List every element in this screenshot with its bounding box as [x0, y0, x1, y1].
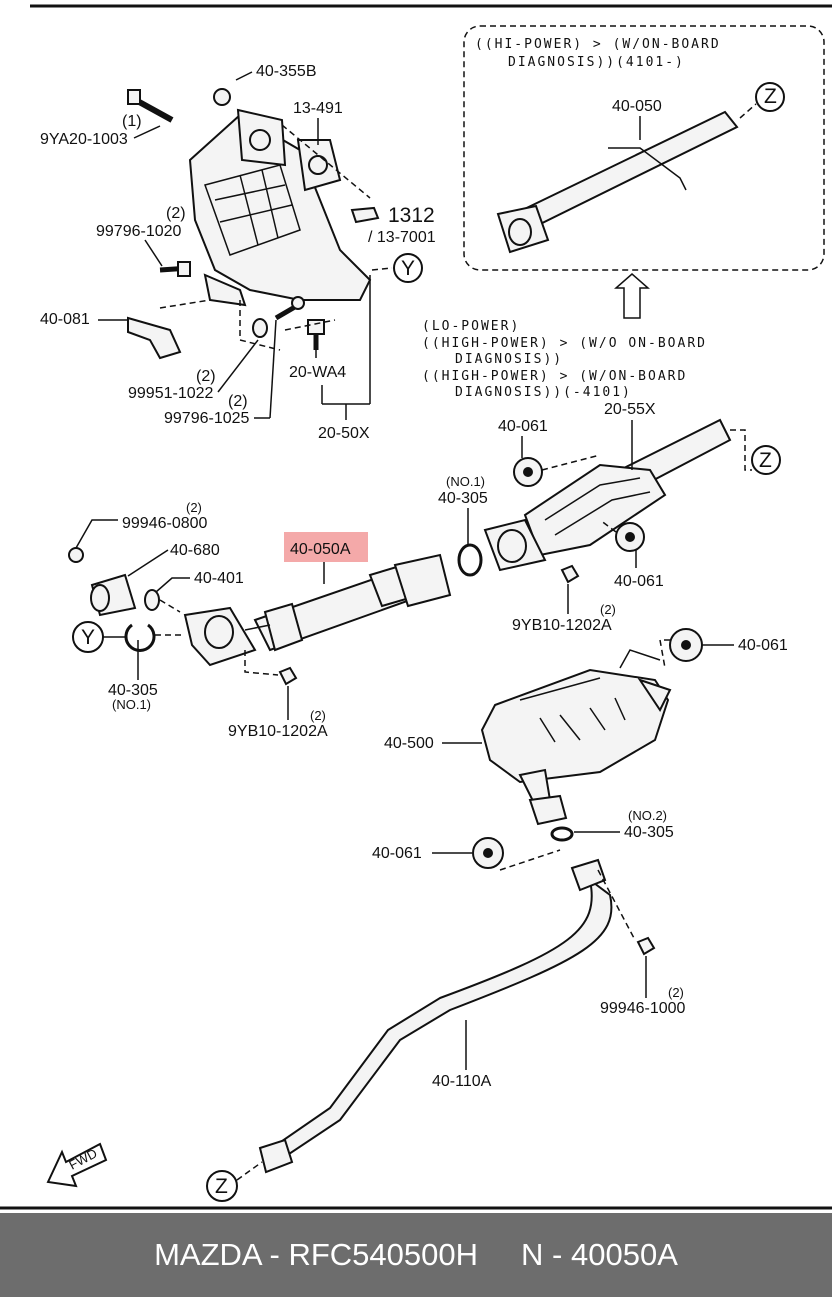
label-99796-1025: 99796-1025 — [164, 410, 250, 427]
catalytic-converter-group: Z — [457, 418, 781, 584]
footer-bar: MAZDA - RFC540500H N - 40050A — [0, 1213, 832, 1297]
gasket-40-305-no1-upper — [457, 543, 483, 577]
label-9yb10-left-qty: (2) — [310, 708, 326, 723]
label-40-061-b: 40-061 — [614, 573, 664, 590]
nut-9yb10-right — [560, 564, 580, 584]
label-99951-1022: 99951-1022 — [128, 385, 214, 402]
variant-line-4: ((HIGH-POWER) > (W/ON-BOARD — [422, 369, 687, 384]
label-40-680: 40-680 — [170, 542, 220, 559]
inset-line-2: DIAGNOSIS))(4101-) — [508, 55, 685, 70]
nut-9yb10-left — [278, 666, 298, 686]
highlight-40-050a — [284, 532, 368, 562]
label-99796-1020-qty: (2) — [166, 205, 186, 222]
label-40-110a: 40-110A — [432, 1073, 492, 1090]
inset-ref-circle — [755, 82, 785, 112]
tail-pipe-flange — [570, 858, 607, 892]
label-40-305-top: 40-305 — [438, 490, 488, 507]
label-9yb10-right-qty: (2) — [600, 602, 616, 617]
inset-pipe — [508, 110, 739, 234]
label-99796-1020: 99796-1020 — [96, 223, 182, 240]
inset-arrow — [614, 273, 650, 319]
nut-99946-0800 — [68, 547, 84, 563]
ref-z-bottom: Z — [215, 1175, 228, 1198]
bolt-9ya20-1003 — [127, 89, 141, 105]
label-40-305-top-no: (NO.1) — [446, 474, 485, 489]
inset-ref-z: Z — [764, 85, 777, 108]
label-40-305-mid-no: (NO.2) — [628, 808, 667, 823]
tail-pipe-40-110a — [270, 877, 613, 1162]
ref-y-upper: Y — [401, 257, 415, 280]
variant-line-5: DIAGNOSIS))(-4101) — [455, 385, 632, 400]
bracket-upper — [203, 273, 247, 307]
variant-line-2: ((HIGH-POWER) > (W/O ON-BOARD — [422, 336, 707, 351]
inset-line-1: ((HI-POWER) > (W/ON-BOARD — [475, 37, 721, 52]
bolt-99796-1020 — [177, 261, 191, 277]
muffler-group — [472, 628, 703, 871]
inset-part-label: 40-050 — [612, 98, 662, 115]
bolt-20-wa4 — [307, 319, 325, 335]
label-40-305-left-no: (NO.1) — [112, 697, 151, 712]
variant-line-3: DIAGNOSIS)) — [455, 352, 563, 367]
nut-99946-1000 — [636, 936, 656, 956]
front-pipe-flange-rear — [393, 553, 452, 608]
variant-line-1: (LO-POWER) — [422, 319, 520, 334]
label-20-55x: 20-55X — [604, 401, 656, 418]
label-9ya20-1003: 9YA20-1003 — [40, 131, 128, 148]
label-40-401: 40-401 — [194, 570, 244, 587]
main-muffler-40-500 — [480, 668, 670, 784]
ref-y-left: Y — [81, 626, 95, 649]
tail-pipe-tip — [258, 1138, 294, 1174]
label-40-305-left: 40-305 — [108, 682, 158, 699]
front-pipe-group: Y — [68, 547, 452, 686]
label-40-061-d: 40-061 — [372, 845, 422, 862]
label-9yb10-right: 9YB10-1202A — [512, 617, 612, 634]
label-99796-1025-qty: (2) — [228, 393, 248, 410]
label-40-061-a: 40-061 — [498, 418, 548, 435]
label-40-500: 40-500 — [384, 735, 434, 752]
fwd-arrow-icon — [46, 1142, 108, 1188]
inset-box: ((HI-POWER) > (W/ON-BOARD DIAGNOSIS))(41… — [463, 25, 825, 271]
label-20-50x: 20-50X — [318, 425, 370, 442]
muffler-flange — [528, 794, 568, 826]
gasket-40-305-no2 — [550, 826, 574, 842]
label-40-081: 40-081 — [40, 311, 90, 328]
gasket-40-305-no1-left — [124, 623, 156, 652]
ref-circle-z-bottom — [206, 1170, 238, 1202]
label-99946-1000-qty: (2) — [668, 985, 684, 1000]
label-40-355b: 40-355B — [256, 63, 317, 80]
label-13-491: 13-491 — [293, 100, 343, 117]
label-9ya20-qty: (1) — [122, 113, 142, 130]
oxygen-sensor-1312 — [350, 206, 380, 224]
label-40-305-mid: 40-305 — [624, 824, 674, 841]
label-40-061-c: 40-061 — [738, 637, 788, 654]
ref-z-right: Z — [759, 449, 772, 472]
nut-40-355b — [213, 88, 231, 106]
bracket-40-081 — [127, 316, 182, 360]
label-99946-0800: 99946-0800 — [122, 515, 208, 532]
label-99946-0800-qty: (2) — [186, 500, 202, 515]
ref-circle-z-right — [751, 445, 781, 475]
exhaust-manifold-group: Y — [127, 88, 423, 360]
exhaust-system-diagram: ((HI-POWER) > (W/ON-BOARD DIAGNOSIS))(41… — [0, 4, 832, 1210]
label-9yb10-left: 9YB10-1202A — [228, 723, 328, 740]
washer-99951-1022 — [252, 318, 268, 338]
gasket-40-401 — [144, 589, 160, 611]
tail-pipe-group: Z FWD — [46, 858, 656, 1202]
footer-part-text: MAZDA - RFC540500H N - 40050A — [154, 1237, 678, 1272]
bolt-99796-1025 — [291, 296, 305, 310]
label-13-7001: / 13-7001 — [368, 229, 436, 246]
label-40-050a[interactable]: 40-050A — [290, 541, 351, 558]
label-99946-1000: 99946-1000 — [600, 1000, 686, 1017]
variant-note: (LO-POWER) ((HIGH-POWER) > (W/O ON-BOARD… — [422, 319, 707, 400]
label-20-wa4: 20-WA4 — [289, 364, 346, 381]
label-1312: 1312 — [388, 204, 435, 227]
ref-circle-y-upper — [393, 253, 423, 283]
label-99951-qty: (2) — [196, 368, 216, 385]
